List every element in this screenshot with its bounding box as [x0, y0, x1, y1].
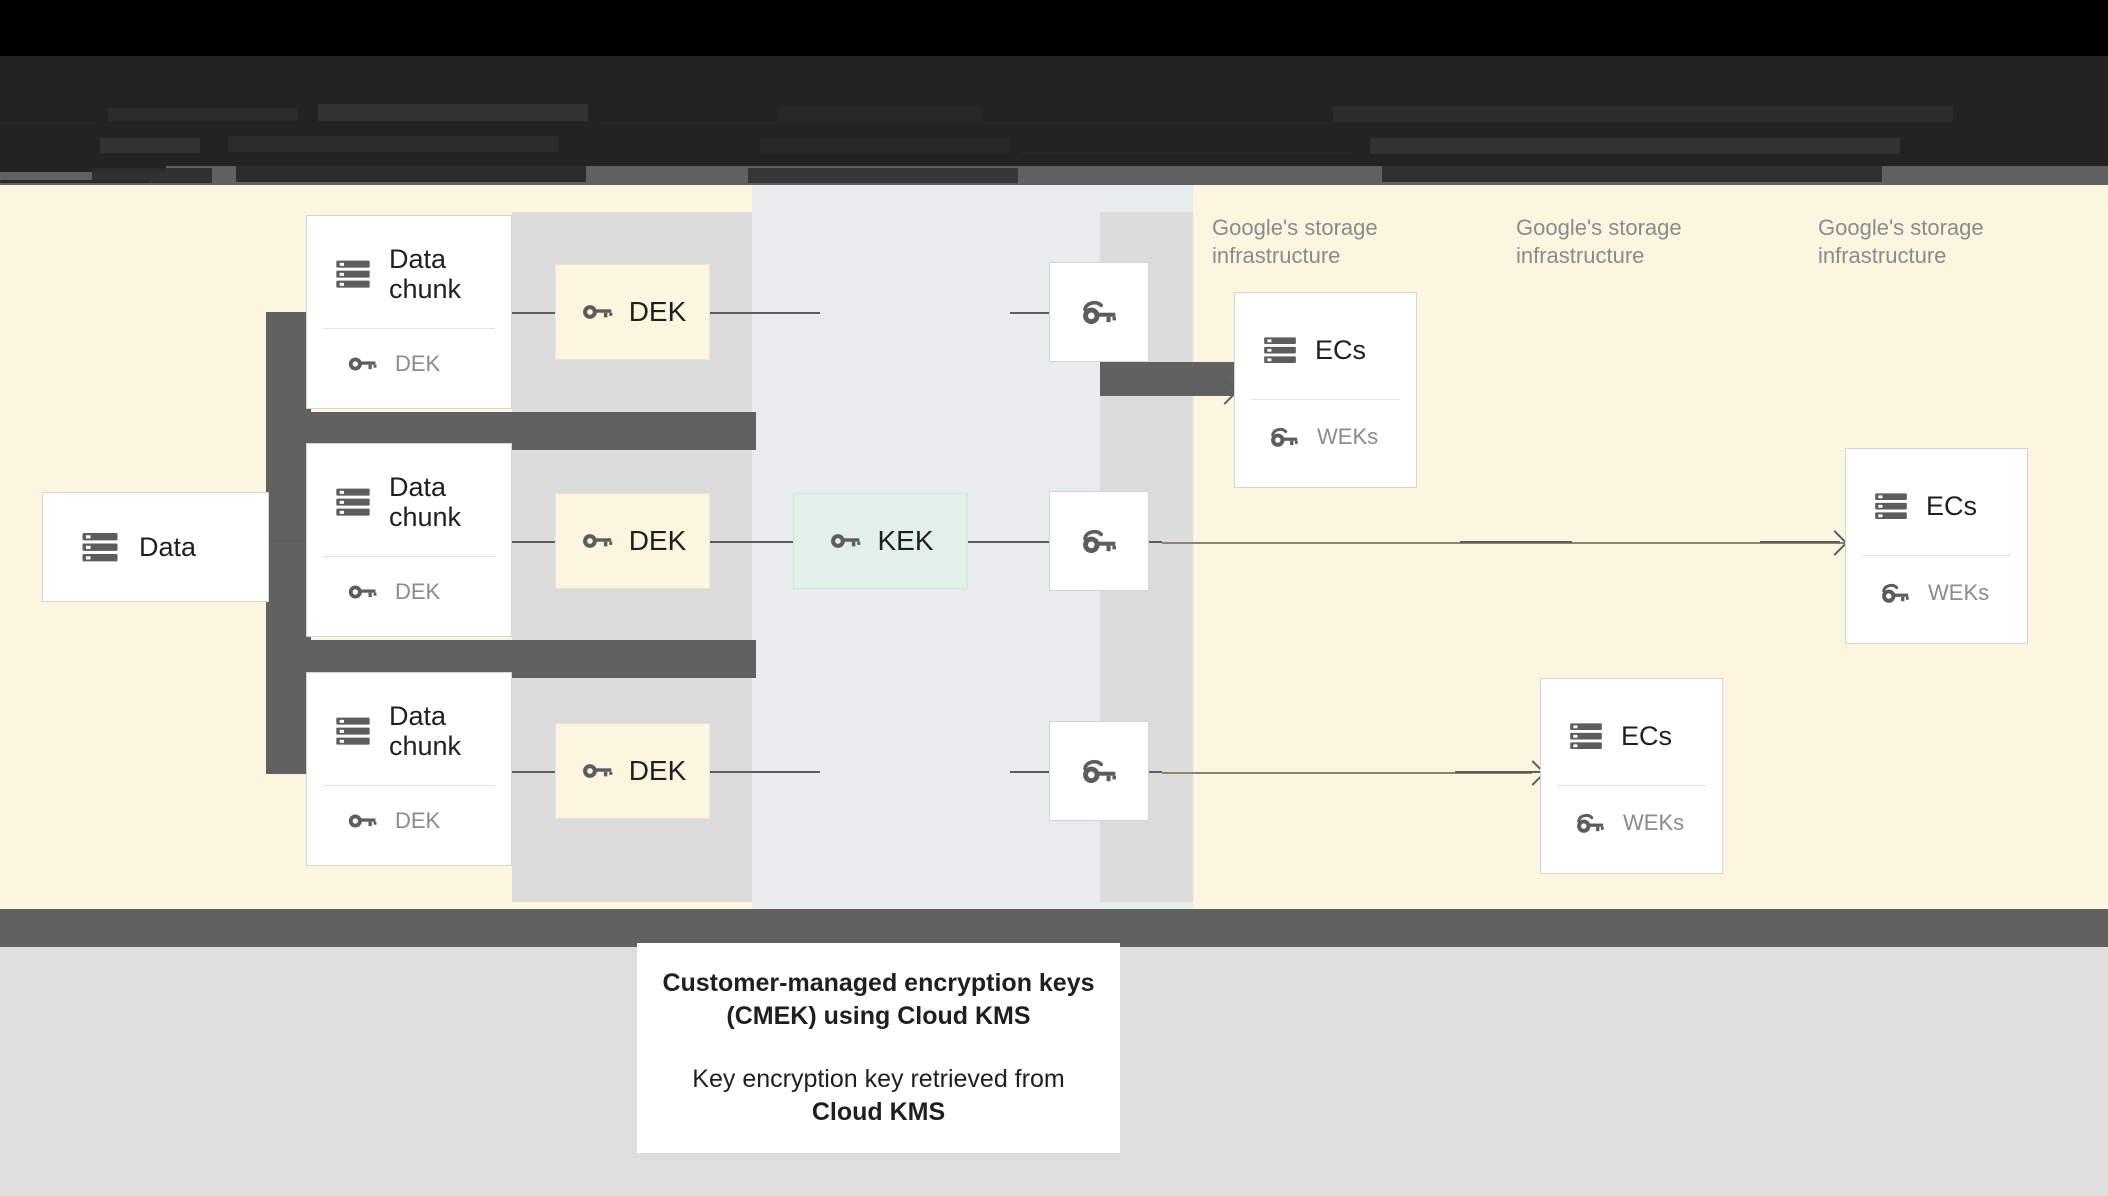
card-ecs-label: ECs	[1315, 334, 1367, 365]
database-icon	[1872, 487, 1910, 525]
caption-line-1: Customer-managed encryption keys	[662, 969, 1095, 997]
card-ecs-3[interactable]: ECs WEKs	[1540, 678, 1723, 874]
database-icon	[79, 526, 121, 568]
caption-subtitle: Key encryption key retrieved from Cloud …	[692, 1063, 1064, 1129]
card-ecs-label: ECs	[1621, 720, 1673, 751]
database-icon	[1261, 331, 1299, 369]
box-kek[interactable]: KEK	[793, 493, 968, 589]
caption-line-2: (CMEK) using Cloud KMS	[726, 1002, 1031, 1030]
card-divider	[1862, 555, 2011, 556]
connector-wrap3-long	[1162, 772, 1532, 774]
card-divider	[1557, 785, 1706, 786]
connector-dek1-center	[710, 312, 820, 314]
connector-chunk1-dek	[512, 312, 584, 314]
key-icon	[345, 575, 379, 609]
key-icon	[579, 523, 615, 559]
database-icon	[1567, 717, 1605, 755]
box-dek-label: DEK	[628, 296, 687, 327]
database-icon	[333, 254, 373, 294]
connector-wrap3-seg2	[1455, 771, 1540, 773]
connector-kek-wrap1	[1010, 312, 1050, 314]
box-dek-1[interactable]: DEK	[555, 264, 710, 360]
card-chunk-label: Data chunk	[389, 472, 462, 533]
card-ecs-1[interactable]: ECs WEKs	[1234, 292, 1417, 488]
wrapped-key-icon	[1573, 806, 1607, 840]
storage-column-title-2: Google's storage infrastructure	[1516, 215, 1682, 268]
card-divider	[323, 328, 495, 330]
card-chunk-label: Data chunk	[389, 244, 462, 305]
card-data-chunk-1[interactable]: Data chunk DEK	[306, 215, 512, 409]
redaction-bar-row2	[266, 640, 756, 678]
box-dek-label: DEK	[628, 525, 687, 556]
key-icon	[345, 804, 379, 838]
wrapped-key-icon	[1078, 750, 1120, 792]
top-black-band	[0, 0, 2108, 56]
caption-box: Customer-managed encryption keys (CMEK) …	[637, 943, 1120, 1153]
card-chunk-key-label: DEK	[395, 351, 441, 377]
wrapped-key-icon	[1267, 420, 1301, 454]
box-dek-label: DEK	[628, 755, 687, 786]
card-data-chunk-3[interactable]: Data chunk DEK	[306, 672, 512, 866]
card-data-chunk-2[interactable]: Data chunk DEK	[306, 443, 512, 637]
redacted-header-text	[0, 56, 2108, 183]
card-ecs-label: ECs	[1926, 490, 1978, 521]
card-chunk-label: Data chunk	[389, 701, 462, 762]
redaction-bar-vertical	[266, 312, 311, 774]
database-icon	[333, 482, 373, 522]
connector-chunk3-dek	[512, 771, 584, 773]
card-chunk-key-label: DEK	[395, 808, 441, 834]
connector-kek-wrap2	[1010, 541, 1050, 543]
card-divider	[323, 556, 495, 558]
connector-wrap1-ec1	[1100, 391, 1230, 393]
connector-dek2-center	[710, 541, 820, 543]
card-divider	[1251, 399, 1400, 400]
connector-chunk2-dek	[512, 541, 584, 543]
card-ecs-key-label: WEKs	[1928, 580, 1990, 605]
wrapped-key-icon	[1878, 576, 1912, 610]
gray-separator-bottom	[0, 909, 2108, 947]
caption-title: Customer-managed encryption keys (CMEK) …	[662, 967, 1094, 1033]
box-dek-3[interactable]: DEK	[555, 723, 710, 819]
key-icon	[579, 753, 615, 789]
connector-data-to-chunks	[236, 540, 346, 542]
card-data[interactable]: Data	[42, 492, 269, 602]
card-data-label: Data	[139, 531, 197, 562]
card-wrapped-key-1[interactable]	[1049, 262, 1149, 362]
connector-kek-wrap3	[1010, 771, 1050, 773]
wrapped-key-icon	[1078, 291, 1120, 333]
card-wrapped-key-3[interactable]	[1049, 721, 1149, 821]
card-ecs-key-label: WEKs	[1317, 424, 1379, 449]
card-divider	[323, 785, 495, 787]
box-kek-label: KEK	[877, 525, 934, 556]
key-icon	[345, 347, 379, 381]
connector-dek3-center	[710, 771, 820, 773]
key-icon	[827, 523, 863, 559]
card-wrapped-key-2[interactable]	[1049, 491, 1149, 591]
caption-line-4: Cloud KMS	[811, 1098, 946, 1126]
connector-wrap2-long	[1162, 542, 1922, 544]
card-ecs-key-label: WEKs	[1623, 810, 1685, 835]
storage-column-title-1: Google's storage infrastructure	[1212, 215, 1378, 268]
connector-kek-out	[968, 541, 1010, 543]
database-icon	[333, 711, 373, 751]
card-ecs-2[interactable]: ECs WEKs	[1845, 448, 2028, 644]
header-notch	[0, 166, 166, 172]
connector-wrap2-seg3	[1760, 541, 1840, 543]
caption-line-3: Key encryption key retrieved from	[692, 1065, 1065, 1093]
box-dek-2[interactable]: DEK	[555, 493, 710, 589]
card-chunk-key-label: DEK	[395, 579, 441, 605]
storage-column-title-3: Google's storage infrastructure	[1818, 215, 1984, 268]
wrapped-key-icon	[1078, 520, 1120, 562]
connector-wrap2-seg2	[1460, 541, 1572, 543]
key-icon	[579, 294, 615, 330]
